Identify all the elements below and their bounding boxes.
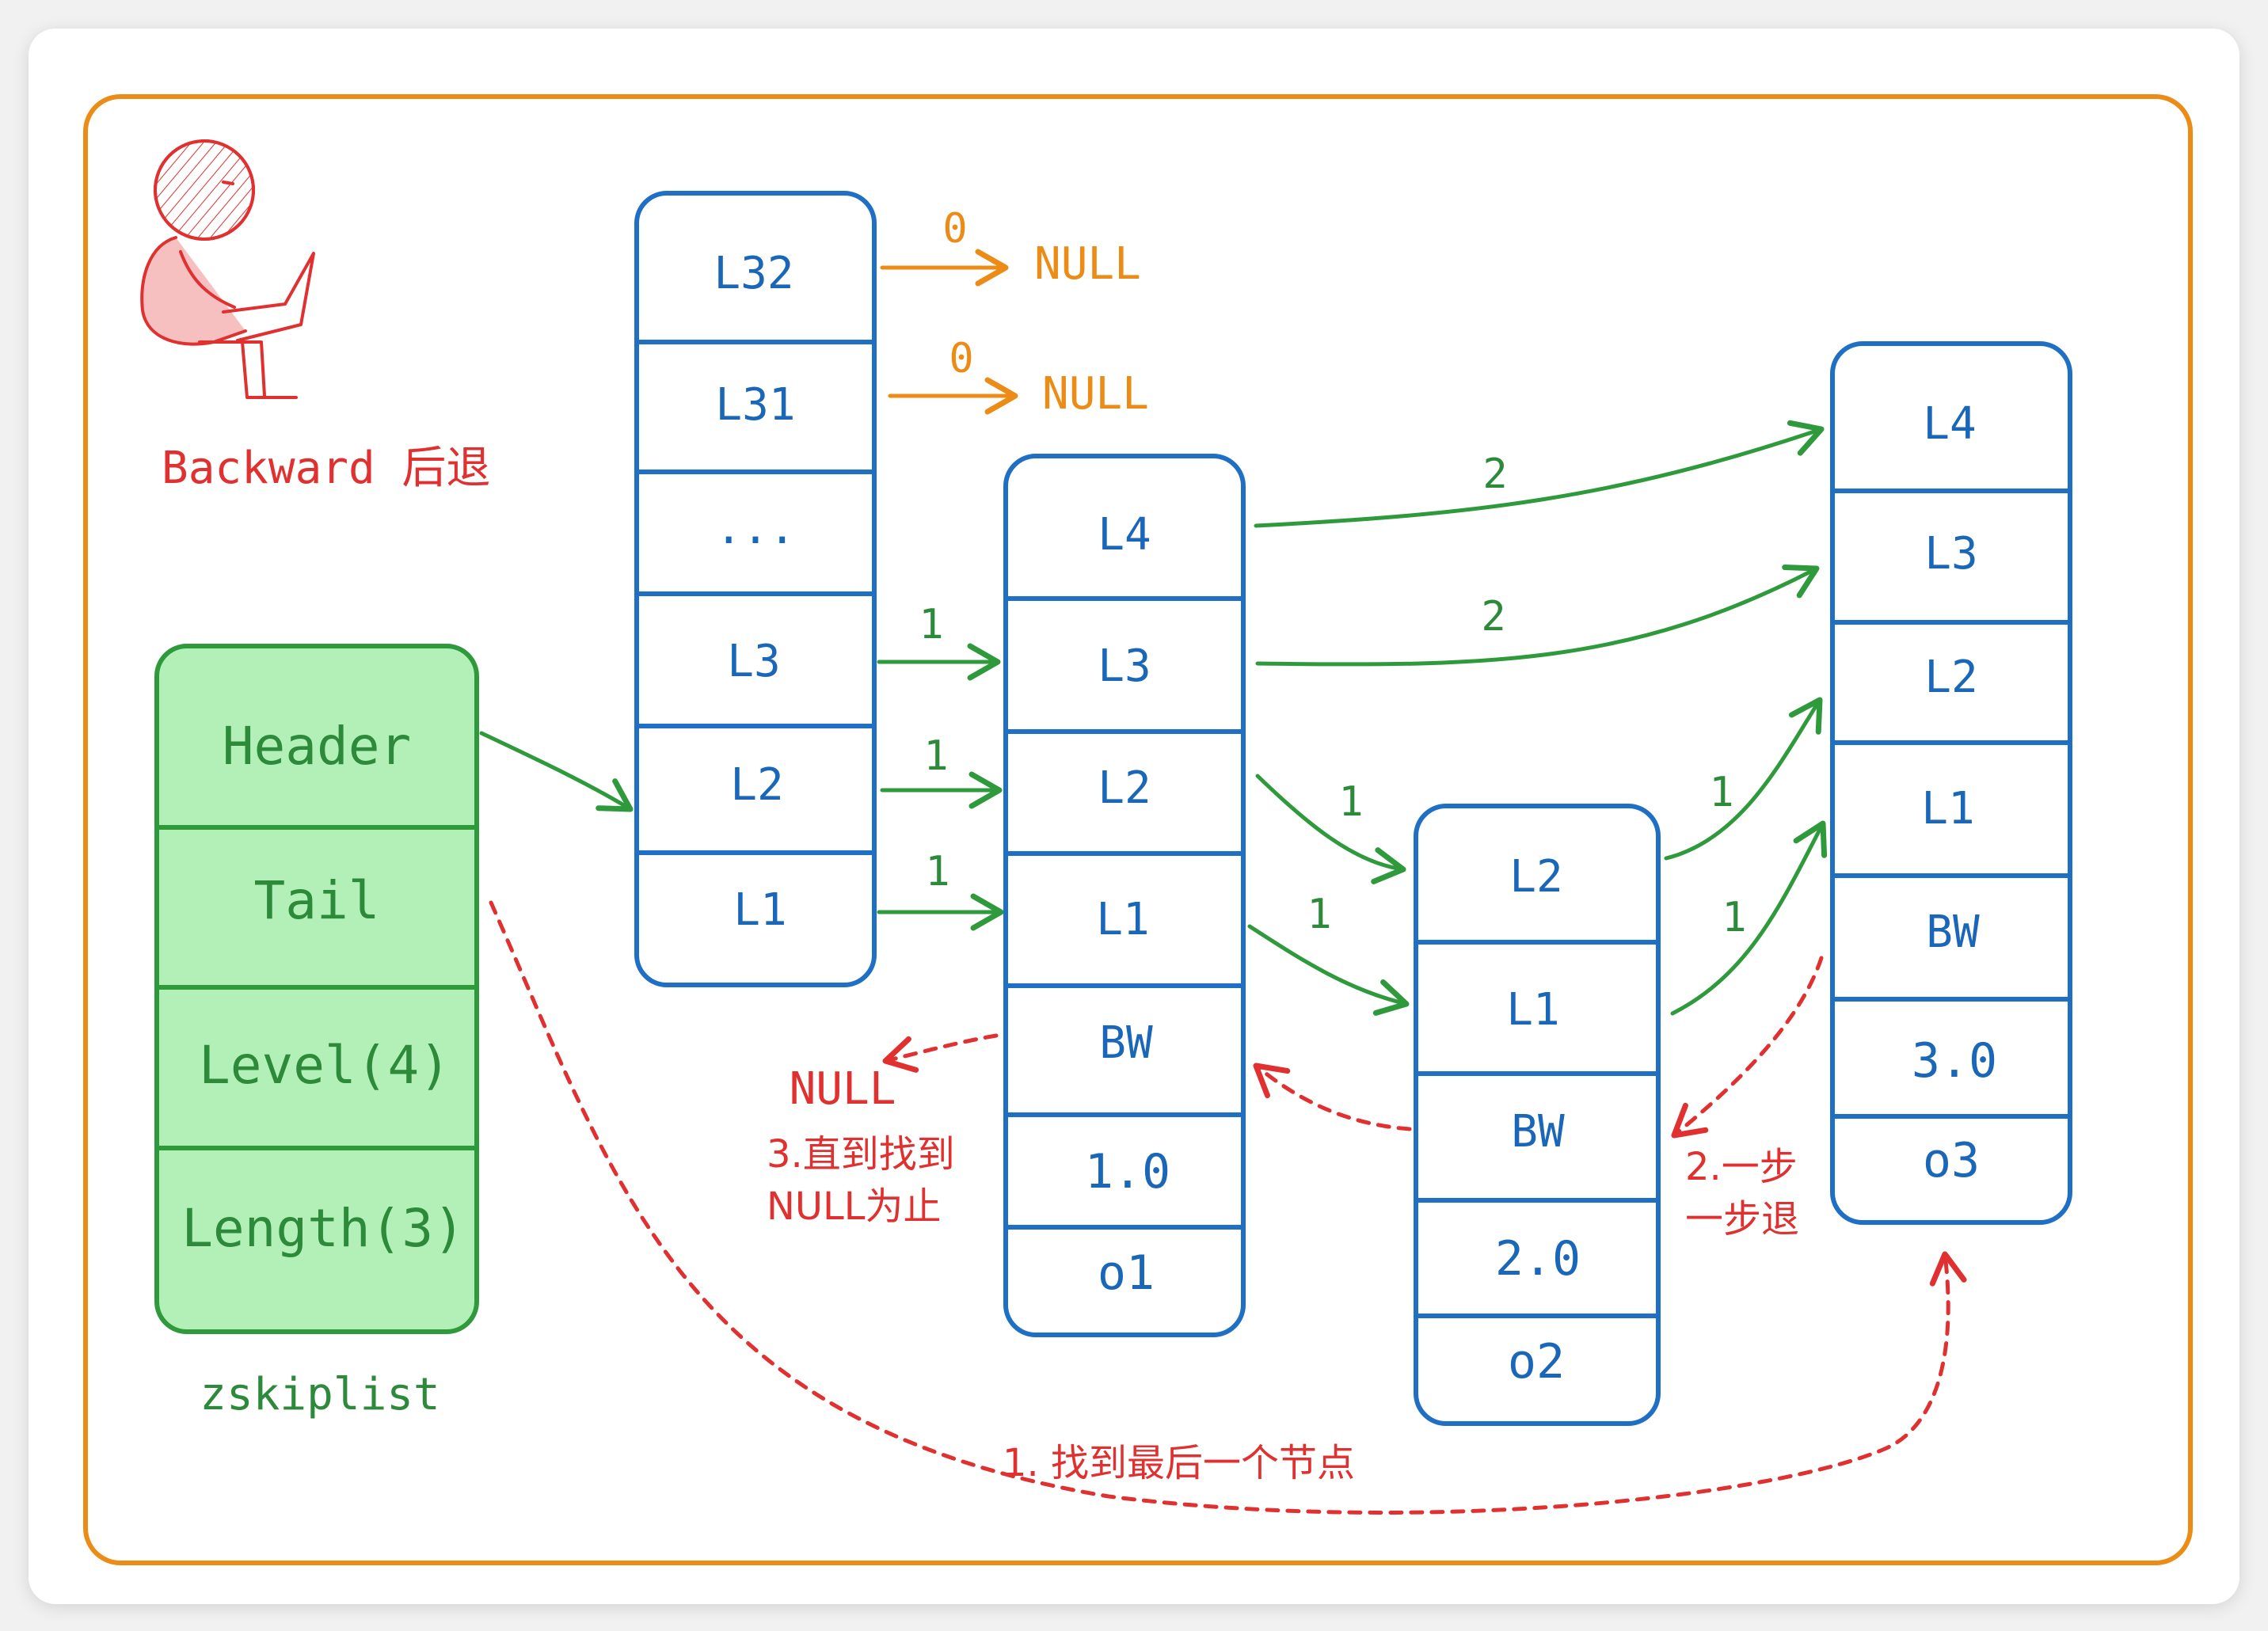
zskiplist-caption: zskiplist: [200, 1369, 440, 1420]
outer-frame: [83, 94, 2193, 1565]
arrow-tail-to-node3: [489, 900, 1967, 1515]
step2-line1: 2.一步: [1685, 1145, 1798, 1189]
null-arrows-top: [880, 249, 1018, 415]
backward-arrows: [489, 900, 1967, 1515]
node3-backward: BW: [1926, 907, 1980, 958]
span-l32: 0: [942, 205, 967, 253]
person-laptop-icon: [140, 139, 315, 399]
header-level-l2: L2: [730, 759, 783, 811]
node1-member: o1: [1098, 1245, 1155, 1301]
zskiplist-struct: Header Tail Level(4) Length(3): [154, 644, 479, 1334]
span-node2-l1: 1: [1722, 894, 1746, 941]
backward-title: Backward 后退: [162, 443, 490, 494]
node1-level-l2: L2: [1098, 762, 1151, 814]
span-l31: 0: [949, 335, 973, 382]
node1-backward: BW: [1099, 1017, 1153, 1069]
header-level-l31: L31: [715, 379, 795, 431]
span-node1-l4: 2: [1482, 451, 1507, 498]
node3-level-l1: L1: [1921, 783, 1974, 835]
arrow-node1-l3: [1255, 564, 1820, 667]
node2-backward: BW: [1511, 1106, 1565, 1158]
header-level-l32: L32: [714, 248, 793, 299]
null-label-backward: NULL: [790, 1063, 896, 1115]
header-level-ellipsis: ...: [715, 503, 795, 554]
node-3: L4 L3 L2 L1 BW 3.0 o3: [1830, 341, 2072, 1225]
node3-level-l4: L4: [1923, 398, 1976, 450]
span-header-l1: 1: [925, 848, 949, 895]
step3-line2: NULL为止: [767, 1184, 942, 1229]
zskiplist-field-level: Level(4): [199, 1035, 451, 1096]
span-node1-l1: 1: [1307, 891, 1331, 938]
node3-level-l2: L2: [1924, 652, 1977, 703]
header-level-l1: L1: [733, 884, 786, 936]
null-label-l31: NULL: [1042, 368, 1149, 420]
node-2: L2 L1 BW 2.0 o2: [1414, 804, 1661, 1426]
node2-level-l1: L1: [1506, 984, 1559, 1036]
arrow-node1-l4: [1254, 420, 1825, 528]
node3-score: 3.0: [1912, 1033, 1997, 1089]
arrow-node3-to-node2: [1671, 956, 1824, 1139]
arrow-node2-l1: [1670, 820, 1828, 1016]
arrow-node2-to-node1: [1253, 1063, 1412, 1131]
zskiplist-field-header: Header: [223, 716, 411, 777]
arrow-node1-to-null: [882, 1033, 999, 1073]
header-level-l3: L3: [727, 636, 780, 687]
node3-member: o3: [1923, 1133, 1980, 1188]
node1-level-l1: L1: [1096, 894, 1149, 945]
zskiplist-field-tail: Tail: [254, 870, 380, 931]
step1-label: 1. 找到最后一个节点: [1003, 1441, 1355, 1485]
span-node1-l3: 2: [1481, 593, 1505, 641]
step2-line2: 一步退: [1685, 1197, 1799, 1241]
skiplist-diagram: Backward 后退 Header Tail Level(4) Length(…: [83, 94, 2193, 1565]
arrow-zskiplist-header: [479, 731, 634, 812]
node2-score: 2.0: [1495, 1231, 1581, 1287]
forward-arrows: [479, 420, 1828, 1016]
node1-score: 1.0: [1085, 1144, 1170, 1199]
node2-member: o2: [1508, 1334, 1565, 1390]
node3-level-l3: L3: [1924, 528, 1977, 580]
node1-level-l4: L4: [1098, 509, 1151, 561]
arrow-node1-l1: [1247, 924, 1410, 1016]
node2-level-l2: L2: [1509, 851, 1562, 903]
zskiplist-field-length: Length(3): [181, 1198, 465, 1259]
step3-line1: 3.直到找到: [767, 1132, 955, 1177]
node1-level-l3: L3: [1098, 641, 1151, 692]
arrow-node2-l2: [1664, 697, 1823, 861]
span-node2-l2: 1: [1709, 769, 1733, 816]
span-node1-l2: 1: [1338, 778, 1363, 826]
span-header-l3: 1: [919, 601, 943, 648]
diagram-card: Backward 后退 Header Tail Level(4) Length(…: [29, 29, 2239, 1604]
span-header-l2: 1: [923, 732, 948, 780]
header-node: L32 L31 ... L3 L2 L1: [634, 191, 877, 987]
node-1: L4 L3 L2 L1 BW 1.0 o1: [1003, 454, 1246, 1337]
arrow-node1-l2: [1255, 774, 1406, 884]
null-label-l32: NULL: [1034, 238, 1141, 290]
